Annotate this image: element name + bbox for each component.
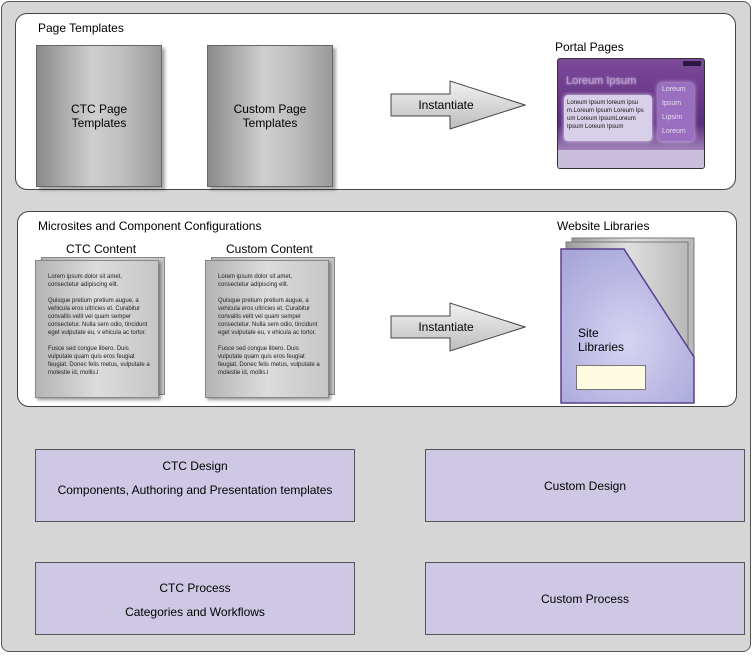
library-tag xyxy=(576,365,646,390)
microsites-title: Microsites and Component Configurations xyxy=(38,219,262,233)
custom-template-line1: Custom Page xyxy=(233,102,307,116)
portal-body: Loreum Ipsum loreum ipsu m.Loreum Ipsum … xyxy=(564,95,652,141)
custom-process-label: Custom Process xyxy=(540,591,630,606)
portal-page-mock: Loreum Ipsum Loreum Ipsum loreum ipsu m.… xyxy=(557,58,705,169)
ctc-content-label: CTC Content xyxy=(66,242,137,256)
doc-paragraph: Lorem ipsum dolor sit amet, consectetur … xyxy=(218,274,293,288)
instantiate-arrow-sites: Instantiate xyxy=(390,302,526,352)
site-libraries-label-2: Libraries xyxy=(578,340,625,354)
ctc-page-templates: CTC Page Templates xyxy=(36,45,162,187)
custom-process-box: Custom Process xyxy=(425,562,745,635)
ctc-process-sub: Categories and Workflows xyxy=(125,605,265,619)
ctc-process-title: CTC Process xyxy=(159,581,231,595)
custom-design-label: Custom Design xyxy=(543,478,627,493)
portal-body-line: Ipsum Loreum Ipsum xyxy=(567,124,624,130)
custom-page-templates: Custom Page Templates xyxy=(207,45,333,187)
custom-content-doc: Lorem ipsum dolor sit amet, consectetur … xyxy=(205,260,329,398)
instantiate-label-pages: Instantiate xyxy=(418,98,474,112)
ctc-content-doc: Lorem ipsum dolor sit amet, consectetur … xyxy=(35,260,159,398)
ctc-design-box: CTC Design Components, Authoring and Pre… xyxy=(35,449,355,522)
custom-template-line2: Templates xyxy=(242,116,298,130)
portal-sidebar: Loreum Ipsum Lipsim Loreum xyxy=(658,83,694,141)
custom-content-stack: Lorem ipsum dolor sit amet, consectetur … xyxy=(205,257,335,398)
portal-side-item: Loreum xyxy=(662,86,686,93)
page-templates-title: Page Templates xyxy=(38,21,124,35)
custom-design-box: Custom Design xyxy=(425,449,745,522)
doc-paragraph: Quisque pretium pretium augue, a vehicul… xyxy=(218,298,318,336)
ctc-content-stack: Lorem ipsum dolor sit amet, consectetur … xyxy=(35,257,165,398)
doc-paragraph: Quisque pretium pretium augue, a vehicul… xyxy=(48,298,148,336)
instantiate-arrow-pages: Instantiate xyxy=(390,80,526,130)
doc-paragraph: Lorem ipsum dolor sit amet, consectetur … xyxy=(48,274,123,288)
portal-side-item: Loreum xyxy=(662,128,686,135)
ctc-process-box: CTC Process Categories and Workflows xyxy=(35,562,355,635)
portal-side-item: Ipsum xyxy=(662,100,682,107)
portal-body-line: m.Loreum Ipsum Loreum Ips xyxy=(567,108,644,114)
doc-paragraph: Fusce sed congue libero. Duis vulputate … xyxy=(218,346,320,376)
portal-heading: Loreum Ipsum xyxy=(566,75,637,87)
doc-paragraph: Fusce sed congue libero. Duis vulputate … xyxy=(48,346,150,376)
portal-footer xyxy=(558,150,704,168)
website-libraries-title: Website Libraries xyxy=(557,219,650,233)
ctc-design-title: CTC Design xyxy=(162,459,228,473)
portal-body-line: Loreum Ipsum loreum ipsu xyxy=(567,100,639,106)
ctc-template-line1: CTC Page xyxy=(70,102,128,116)
site-libraries-label-1: Site xyxy=(578,326,599,340)
custom-content-label: Custom Content xyxy=(226,242,313,256)
portal-side-item: Lipsim xyxy=(662,114,683,121)
portal-corner xyxy=(683,61,701,66)
portal-pages-title: Portal Pages xyxy=(555,40,624,54)
portal-body-line: um Loreum IpsumLoreum xyxy=(567,116,636,122)
ctc-design-sub: Components, Authoring and Presentation t… xyxy=(57,483,333,497)
instantiate-label-sites: Instantiate xyxy=(418,320,474,334)
ctc-template-line2: Templates xyxy=(71,116,127,130)
site-libraries-folder: Site Libraries xyxy=(560,237,700,405)
